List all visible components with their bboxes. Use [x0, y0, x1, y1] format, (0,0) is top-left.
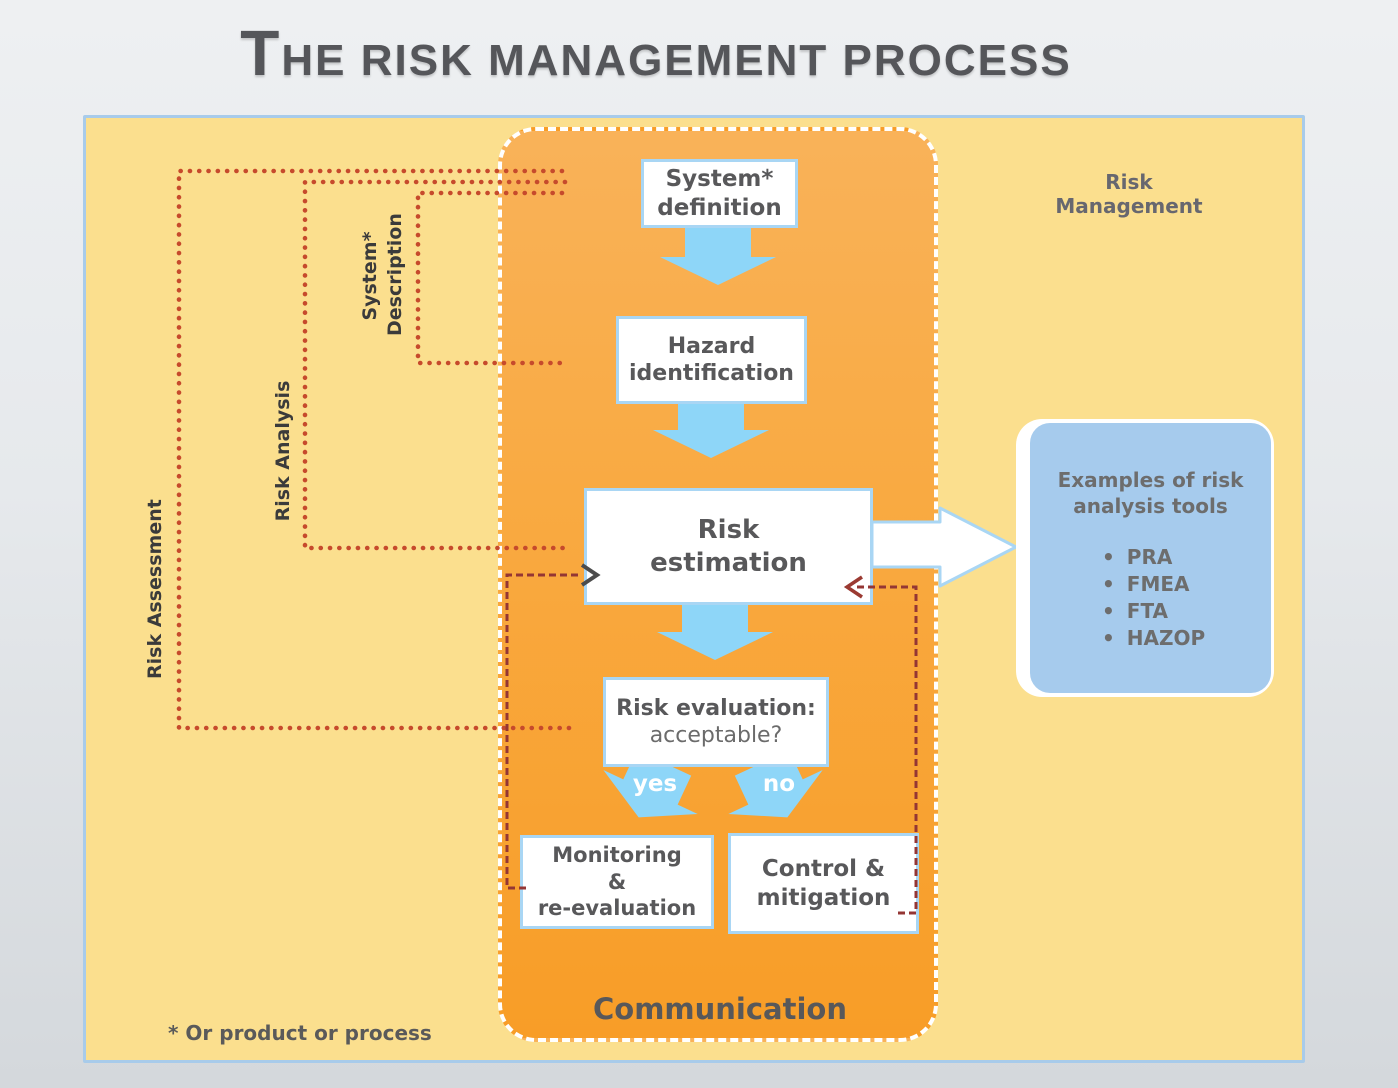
footnote: * Or product or process: [168, 1021, 432, 1045]
risk-management-panel-label: Risk Management: [1055, 170, 1203, 218]
yes-branch-label: yes: [632, 771, 678, 797]
examples-list: • PRA • FMEA • FTA • HAZOP: [1102, 545, 1271, 650]
node-system-definition: System* definition: [641, 159, 798, 228]
node-text: estimation: [650, 547, 807, 578]
node-text: mitigation: [756, 884, 891, 911]
node-text: Risk: [697, 515, 760, 546]
example-item: • FMEA: [1102, 572, 1271, 596]
example-item-label: PRA: [1126, 545, 1173, 569]
risk-analysis-bracket-label: Risk Analysis: [272, 380, 294, 522]
node-text: System*: [665, 165, 774, 192]
examples-title: Examples of risk analysis tools: [1030, 467, 1271, 519]
no-branch-label: no: [762, 771, 796, 797]
bullet-icon: •: [1102, 626, 1115, 650]
node-control-mitigation: Control & mitigation: [728, 833, 919, 934]
communication-panel-label: Communication: [592, 992, 847, 1026]
node-text: Risk evaluation:: [616, 695, 816, 721]
node-hazard-identification: Hazard identification: [616, 316, 807, 404]
bracket-label-line: System*: [359, 231, 381, 321]
node-text: definition: [657, 194, 782, 221]
page-title: THE RISK MANAGEMENT PROCESS: [240, 17, 1072, 89]
node-text: acceptable?: [649, 723, 783, 748]
node-risk-estimation: Risk estimation: [584, 488, 873, 605]
node-text: identification: [629, 361, 794, 386]
node-text: &: [607, 869, 627, 894]
node-text: Hazard: [667, 333, 756, 359]
bracket-label-line: Description: [383, 213, 406, 336]
examples-callout: Examples of risk analysis tools • PRA • …: [1030, 423, 1271, 693]
bullet-icon: •: [1102, 545, 1115, 569]
bullet-icon: •: [1102, 599, 1115, 623]
node-text: Control &: [761, 855, 886, 882]
example-item: • HAZOP: [1102, 626, 1271, 650]
system-description-bracket-label: System* Description: [358, 213, 406, 336]
example-item: • PRA: [1102, 545, 1271, 569]
example-item-label: FTA: [1126, 599, 1169, 623]
node-text: re-evaluation: [537, 896, 697, 921]
example-item-label: FMEA: [1126, 572, 1190, 596]
example-item-label: HAZOP: [1126, 626, 1206, 650]
example-item: • FTA: [1102, 599, 1271, 623]
node-text: Monitoring: [552, 843, 682, 868]
node-risk-evaluation: Risk evaluation: acceptable?: [603, 677, 829, 767]
bullet-icon: •: [1102, 572, 1115, 596]
risk-assessment-bracket-label: Risk Assessment: [144, 499, 166, 679]
node-monitoring-reevaluation: Monitoring & re-evaluation: [520, 835, 714, 929]
examples-title-line: Examples of risk: [1057, 468, 1244, 492]
examples-title-line: analysis tools: [1073, 494, 1228, 518]
